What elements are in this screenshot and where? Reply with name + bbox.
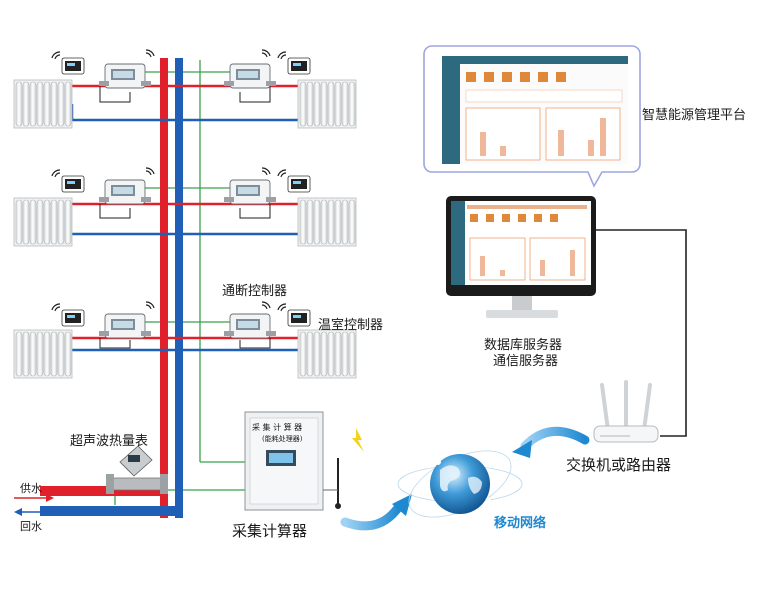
floor-2 bbox=[13, 167, 357, 247]
return-arrow bbox=[14, 508, 54, 516]
router-icon bbox=[593, 380, 659, 443]
floor-1 bbox=[13, 49, 357, 129]
supply-riser bbox=[160, 58, 168, 518]
upload-arrow-icon bbox=[340, 500, 405, 531]
room-controller-label: 温室控制器 bbox=[318, 318, 384, 333]
heat-meter-label: 超声波热量表 bbox=[70, 434, 149, 449]
ultrasonic-heat-meter bbox=[106, 445, 168, 494]
collector-cabinet bbox=[244, 411, 341, 511]
supply-arrow bbox=[14, 494, 54, 502]
router-cable bbox=[596, 229, 687, 437]
globe-icon bbox=[397, 450, 523, 518]
router-arrow-icon bbox=[520, 426, 590, 451]
db-server-label: 数据库服务器 bbox=[484, 338, 563, 353]
return-riser bbox=[175, 58, 183, 518]
collector-box-sub: (能耗处理器) bbox=[262, 435, 303, 443]
supply-water-label: 供水 bbox=[20, 482, 42, 495]
return-main bbox=[40, 506, 183, 516]
collector-box-title: 采 集 计 算 器 bbox=[252, 423, 303, 432]
return-water-label: 回水 bbox=[20, 520, 42, 533]
switch-controller-label: 通断控制器 bbox=[222, 284, 288, 299]
mobile-network-label: 移动网络 bbox=[494, 516, 547, 531]
collector-label: 采集计算器 bbox=[232, 522, 308, 540]
switch-router-label: 交换机或路由器 bbox=[566, 456, 672, 474]
comm-server-label: 通信服务器 bbox=[493, 354, 559, 369]
supply-main bbox=[40, 486, 168, 496]
platform-label: 智慧能源管理平台 bbox=[642, 108, 747, 123]
floor-3 bbox=[13, 301, 357, 379]
platform-dashboard bbox=[423, 45, 641, 188]
server-monitor bbox=[446, 196, 596, 318]
wireless-signal-icon bbox=[352, 428, 364, 452]
